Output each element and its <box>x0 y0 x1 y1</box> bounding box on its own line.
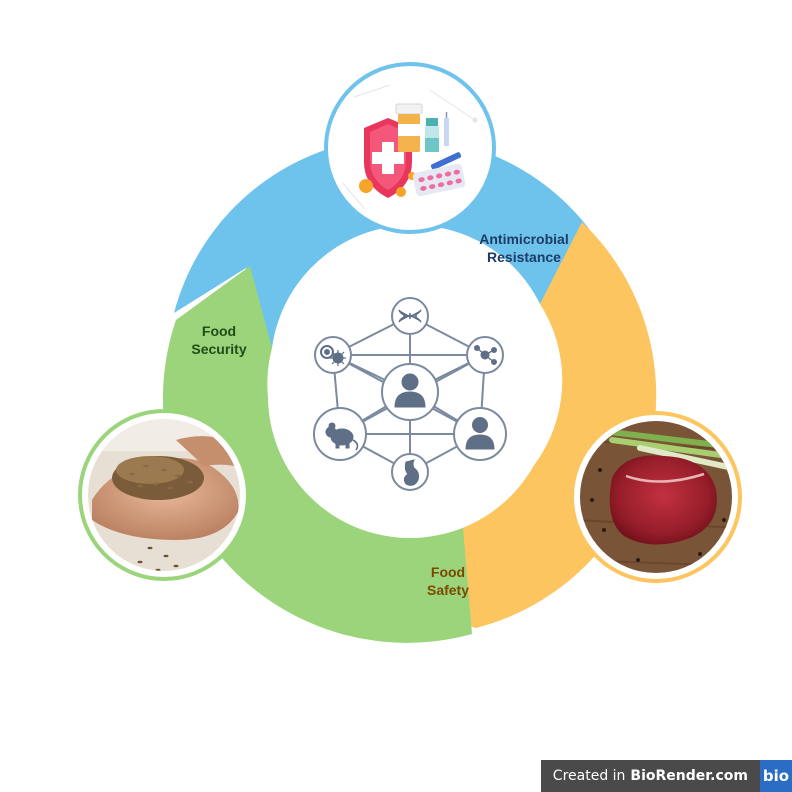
person-icon <box>394 373 426 408</box>
food-safety-image <box>570 411 742 583</box>
label-food-safety-line2: Safety <box>427 582 469 598</box>
vial-icon <box>425 118 439 152</box>
pill-pack-icon <box>412 163 466 197</box>
food-security-image <box>78 409 250 581</box>
biorender-logo-icon: bio <box>760 760 792 792</box>
label-food-security-line1: Food <box>202 323 236 339</box>
person-icon <box>465 417 495 450</box>
biorender-watermark[interactable]: Created in BioRender.com bio <box>540 760 792 792</box>
falling-grains <box>137 546 179 571</box>
molecule-icon <box>474 345 497 365</box>
node-human-right <box>453 407 507 461</box>
watermark-brand: BioRender.com <box>630 768 748 784</box>
peppercorns <box>590 468 726 562</box>
label-antimicrobial-line2: Resistance <box>487 249 561 265</box>
steak-shape <box>609 455 717 545</box>
mouse-icon <box>325 422 359 451</box>
microbe-icon <box>320 345 346 366</box>
label-antimicrobial-line1: Antimicrobial <box>479 231 568 247</box>
antimicrobial-image <box>324 62 496 234</box>
label-food-security-line2: Security <box>191 341 246 357</box>
dna-icon <box>398 309 422 323</box>
segment-food-security <box>162 266 472 643</box>
segment-antimicrobial-resistance <box>174 136 606 348</box>
stomach-icon <box>403 459 419 486</box>
syringe-icon <box>430 112 462 170</box>
watermark-text: Created in BioRender.com <box>540 760 760 792</box>
grain-pile <box>112 456 204 500</box>
bacteria-icon <box>359 172 416 197</box>
label-food-safety-line1: Food <box>431 564 465 580</box>
pill-bottle-icon <box>395 103 423 152</box>
watermark-prefix: Created in <box>552 768 626 784</box>
